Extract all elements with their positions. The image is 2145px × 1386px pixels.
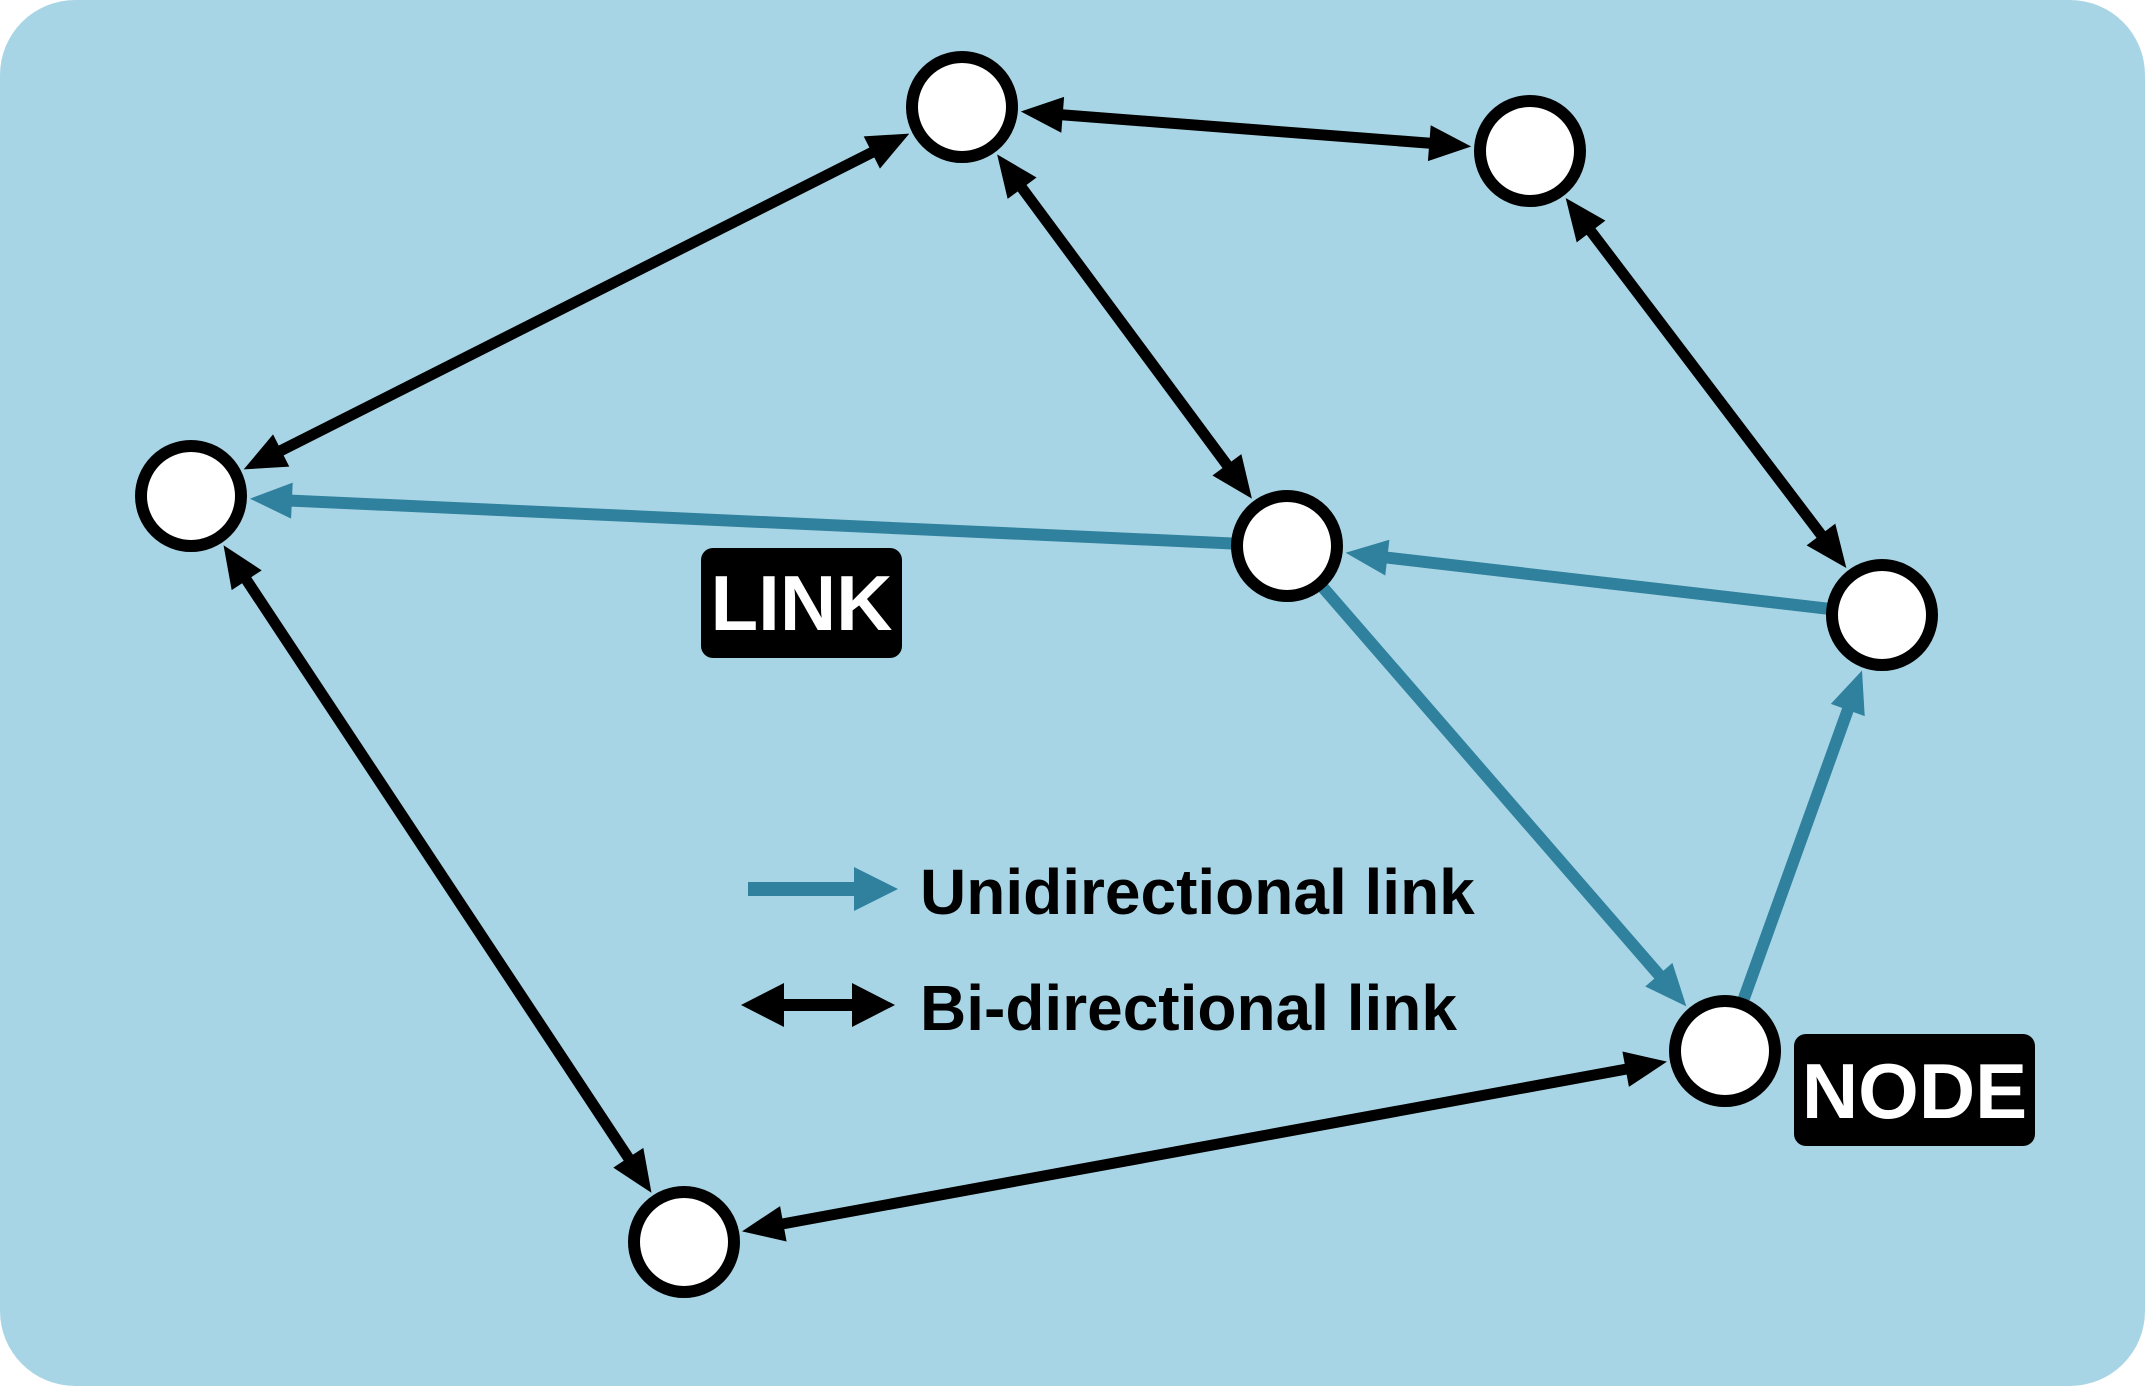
legend-unidirectional-label: Unidirectional link: [920, 856, 1475, 928]
link-tag-text: LINK: [711, 559, 893, 647]
link-line: [1316, 581, 1668, 984]
legend-bidirectional-label: Bi-directional link: [920, 972, 1457, 1044]
legend-bidirectional-arrowhead-right: [852, 983, 895, 1027]
bidirectional-link-n-top-center-to-n-top-right: [1020, 96, 1472, 162]
link-line: [273, 144, 880, 459]
bidirectional-link-n-left-to-n-bottom: [223, 545, 652, 1193]
link-arrowhead-start: [742, 1206, 787, 1242]
legend-unidirectional-arrowhead: [854, 867, 898, 911]
unidirectional-link-n-bottom-right-to-n-right: [1736, 670, 1865, 1005]
node-tag-box: [1794, 1034, 2035, 1146]
node-bottom: [628, 1186, 740, 1298]
link-arrowhead-start: [1565, 198, 1606, 243]
legend-bidirectional-arrowhead-left: [741, 983, 784, 1027]
link-line: [1014, 180, 1235, 473]
link-arrowhead-end: [1212, 454, 1252, 499]
link-arrowhead-end: [1830, 670, 1865, 717]
link-tag: LINK: [701, 548, 902, 658]
link-arrowhead-end: [613, 1147, 652, 1193]
unidirectional-link-n-right-to-n-center: [1345, 539, 1832, 615]
legend-unidirectional: Unidirectional link: [748, 856, 1475, 928]
link-line: [238, 572, 637, 1166]
link-line: [1380, 550, 1832, 615]
nodes-layer: [135, 51, 1938, 1298]
link-arrowhead-end: [1427, 125, 1472, 162]
link-arrowhead-end: [1345, 539, 1390, 576]
link-arrowhead-start: [997, 154, 1037, 199]
link-arrowhead-end: [1622, 1051, 1667, 1087]
link-line: [776, 1062, 1633, 1231]
link-arrowhead-end: [243, 434, 290, 470]
legend-bidirectional: Bi-directional link: [741, 972, 1457, 1044]
link-arrowhead-start: [223, 545, 262, 591]
link-tag-box: [701, 548, 902, 658]
link-line: [1736, 702, 1856, 1005]
node-top-right: [1474, 95, 1586, 207]
legend: Unidirectional link Bi-directional link: [741, 856, 1475, 1044]
bidirectional-link-n-bottom-to-n-bottom-right: [742, 1051, 1667, 1242]
link-line: [285, 494, 1236, 550]
link-arrowhead-start: [863, 133, 910, 169]
unidirectional-link-n-center-to-n-left: [249, 482, 1236, 550]
links-layer: [223, 96, 1865, 1242]
node-bottom-right: [1669, 995, 1781, 1107]
bidirectional-link-n-top-center-to-n-left: [243, 133, 910, 470]
node-top-center: [906, 51, 1018, 163]
node-center: [1231, 490, 1343, 602]
unidirectional-link-n-center-to-n-bottom-right: [1316, 581, 1687, 1007]
link-arrowhead-end: [1645, 962, 1687, 1007]
link-line: [1056, 108, 1436, 150]
link-line: [1583, 223, 1829, 543]
node-right: [1826, 559, 1938, 671]
bidirectional-link-n-top-center-to-n-center: [997, 154, 1252, 499]
link-arrowhead-end: [1806, 523, 1847, 568]
node-left: [135, 440, 247, 552]
bidirectional-link-n-top-right-to-n-right: [1565, 198, 1847, 568]
node-tag-text: NODE: [1802, 1047, 2027, 1135]
link-arrowhead-start: [1020, 96, 1065, 133]
node-tag: NODE: [1794, 1034, 2035, 1146]
link-arrowhead-end: [249, 482, 293, 519]
